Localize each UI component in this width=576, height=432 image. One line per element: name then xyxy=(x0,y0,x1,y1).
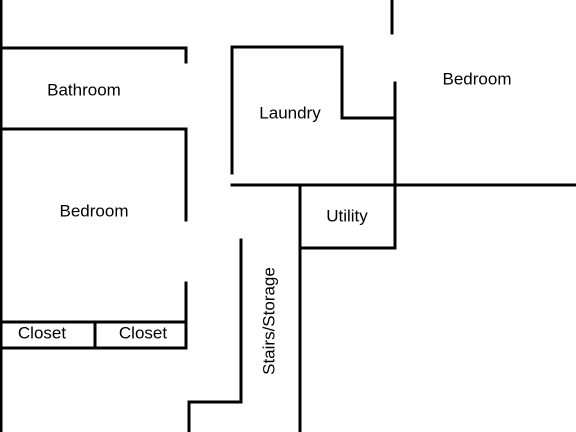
label-bathroom: Bathroom xyxy=(47,80,121,99)
label-laundry: Laundry xyxy=(259,103,321,122)
label-closet-1: Closet xyxy=(18,323,66,342)
label-bedroom-right: Bedroom xyxy=(443,69,512,88)
label-bedroom-left: Bedroom xyxy=(60,201,129,220)
label-closet-2: Closet xyxy=(119,323,167,342)
room-labels: Bathroom Bedroom Closet Closet Laundry B… xyxy=(18,69,512,374)
label-stairs-storage: Stairs/Storage xyxy=(259,267,278,375)
label-utility: Utility xyxy=(326,206,368,225)
